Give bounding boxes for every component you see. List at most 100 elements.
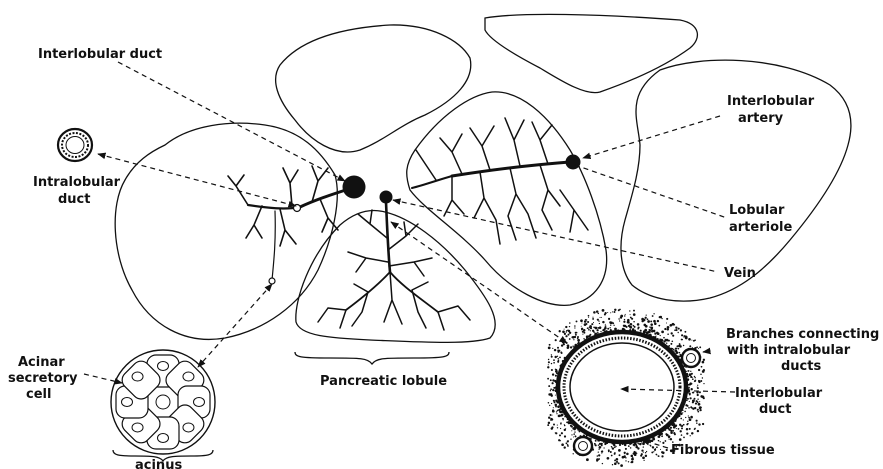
- stipple-dot: [549, 344, 551, 346]
- label-intralobular-duct: Intralobular duct: [33, 175, 125, 207]
- stipple-dot: [573, 453, 574, 454]
- stipple-dot: [601, 444, 603, 446]
- stipple-dot: [555, 404, 558, 407]
- stipple-dot: [631, 458, 634, 461]
- stipple-dot: [686, 428, 688, 430]
- stipple-dot: [646, 315, 647, 316]
- stipple-dot: [678, 348, 680, 350]
- stipple-dot: [650, 326, 653, 329]
- stipple-dot: [702, 361, 705, 364]
- stipple-dot: [660, 449, 661, 450]
- stipple-dot: [679, 343, 680, 344]
- stipple-dot: [548, 359, 549, 360]
- intercalated-duct-end: [269, 278, 275, 284]
- stipple-dot: [662, 442, 664, 444]
- stipple-dot: [597, 319, 598, 320]
- stipple-dot: [557, 347, 559, 349]
- stipple-dot: [561, 432, 563, 434]
- stipple-dot: [691, 388, 693, 390]
- stipple-dot: [680, 430, 682, 432]
- stipple-dot: [552, 348, 553, 349]
- stipple-dot: [589, 327, 590, 328]
- stipple-dot: [700, 380, 702, 382]
- stipple-dot: [616, 461, 618, 463]
- stipple-dot: [634, 451, 636, 453]
- acinar-cell-nucleus: [122, 398, 133, 407]
- stipple-dot: [592, 317, 593, 318]
- stipple-dot: [627, 319, 630, 322]
- lobule-outlines: [115, 14, 851, 342]
- stipple-dot: [550, 414, 552, 416]
- stipple-dot: [651, 451, 653, 453]
- stipple-dot: [563, 419, 564, 420]
- stipple-dot: [553, 362, 555, 364]
- stipple-dot: [574, 327, 575, 328]
- stipple-dot: [586, 458, 589, 461]
- stipple-dot: [561, 443, 564, 446]
- stipple-dot: [548, 347, 551, 350]
- stipple-dot: [676, 428, 677, 429]
- stipple-dot: [582, 334, 583, 335]
- stipple-dot: [692, 399, 695, 402]
- stipple-dot: [696, 422, 698, 424]
- stipple-dot: [692, 392, 694, 394]
- stipple-dot: [676, 345, 678, 347]
- stipple-dot: [583, 332, 585, 334]
- stipple-dot: [559, 357, 561, 359]
- stipple-dot: [551, 427, 553, 429]
- stipple-dot: [659, 338, 661, 340]
- stipple-dot: [645, 317, 647, 319]
- stipple-dot: [666, 322, 667, 323]
- stipple-dot: [550, 379, 552, 381]
- stipple-dot: [548, 361, 550, 363]
- stipple-dot: [593, 331, 595, 333]
- stipple-dot: [690, 406, 692, 408]
- stipple-dot: [551, 354, 552, 355]
- stipple-dot: [620, 464, 623, 467]
- stipple-dot: [598, 313, 600, 315]
- stipple-dot: [664, 339, 666, 341]
- stipple-dot: [632, 457, 633, 458]
- stipple-dot: [644, 329, 647, 332]
- stipple-dot: [614, 453, 616, 455]
- stipple-dot: [548, 417, 550, 419]
- stipple-dot: [699, 401, 700, 402]
- stipple-dot: [564, 333, 566, 335]
- stipple-dot: [568, 334, 570, 336]
- stipple-dot: [551, 418, 553, 420]
- stipple-dot: [689, 428, 691, 430]
- stipple-dot: [614, 309, 616, 311]
- stipple-dot: [698, 369, 700, 371]
- stipple-dot: [555, 375, 557, 377]
- stipple-dot: [626, 453, 629, 456]
- stipple-dot: [609, 321, 611, 323]
- stipple-dot: [547, 366, 549, 368]
- stipple-dot: [590, 327, 592, 329]
- stipple-dot: [553, 359, 555, 361]
- stipple-dot: [658, 435, 661, 438]
- stipple-dot: [688, 387, 690, 389]
- stipple-dot: [697, 387, 699, 389]
- label-branches-connecting: Branches connecting with intralobular du…: [726, 327, 883, 374]
- stipple-dot: [620, 315, 623, 318]
- stipple-dot: [658, 325, 660, 327]
- stipple-dot: [571, 434, 572, 435]
- intralobular-duct-cross-section: [58, 129, 92, 161]
- stipple-dot: [585, 319, 586, 320]
- stipple-dot: [559, 330, 561, 332]
- stipple-dot: [658, 455, 660, 457]
- stipple-dot: [619, 309, 621, 311]
- stipple-dot: [683, 424, 685, 426]
- stipple-dot: [690, 371, 691, 372]
- stipple-dot: [671, 340, 673, 342]
- stipple-dot: [553, 407, 554, 408]
- stipple-dot: [702, 423, 704, 425]
- stipple-dot: [679, 345, 682, 348]
- stipple-dot: [687, 370, 689, 372]
- stipple-dot: [692, 378, 694, 380]
- stipple-dot: [679, 438, 682, 441]
- stipple-dot: [660, 316, 663, 319]
- stipple-dot: [559, 411, 560, 412]
- stipple-dot: [687, 421, 688, 422]
